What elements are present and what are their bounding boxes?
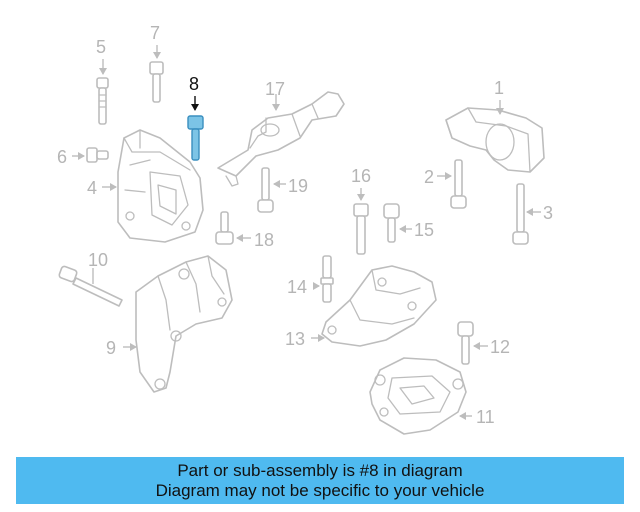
callout-18[interactable]: 18 [254,230,274,250]
callout-6[interactable]: 6 [57,147,67,167]
part-9-bracket[interactable] [135,255,233,393]
part-13-mount[interactable] [321,265,437,347]
part-16-bolt[interactable] [353,203,369,255]
part-10-bolt[interactable] [58,265,123,307]
callout-1[interactable]: 1 [494,78,504,98]
part-14-stud[interactable] [320,255,334,303]
part-17-torque-rod[interactable] [217,91,345,187]
part-3-bolt[interactable] [512,183,529,245]
callout-17[interactable]: 17 [265,79,285,99]
callout-3[interactable]: 3 [543,203,553,223]
callout-19[interactable]: 19 [288,176,308,196]
callout-14[interactable]: 14 [287,277,307,297]
part-11-transmission-mount[interactable] [369,357,467,435]
info-banner: Part or sub-assembly is #8 in diagram Di… [16,457,624,504]
callout-9[interactable]: 9 [106,338,116,358]
part-6-bolt[interactable] [86,147,109,163]
callout-8[interactable]: 8 [189,74,199,94]
callout-16[interactable]: 16 [351,166,371,186]
callout-7[interactable]: 7 [150,23,160,43]
part-5-bolt[interactable] [96,77,109,125]
callout-12[interactable]: 12 [490,337,510,357]
callout-4[interactable]: 4 [87,178,97,198]
part-19-bolt[interactable] [257,167,274,213]
callout-13[interactable]: 13 [285,329,305,349]
banner-line-2: Diagram may not be specific to your vehi… [155,480,485,500]
callout-5[interactable]: 5 [96,37,106,57]
banner-line-1: Part or sub-assembly is #8 in diagram [177,460,463,480]
callout-11[interactable]: 11 [476,407,495,427]
part-7-bolt[interactable] [149,61,164,103]
part-15-bolt[interactable] [383,203,400,243]
callout-15[interactable]: 15 [414,220,434,240]
parts-diagram: 5 7 8 6 4 17 [57,23,553,435]
part-4-engine-mount[interactable] [117,129,204,243]
callout-2[interactable]: 2 [424,167,434,187]
part-12-bolt[interactable] [457,321,474,365]
part-2-bolt[interactable] [450,159,467,209]
callout-10[interactable]: 10 [88,250,108,270]
part-8-bolt[interactable] [187,115,204,161]
part-18-bolt[interactable] [215,211,234,245]
